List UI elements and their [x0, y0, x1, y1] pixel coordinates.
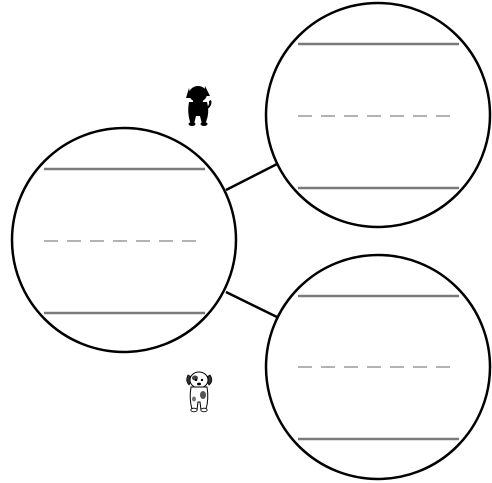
connector-left-to-bottom-right: [226, 292, 279, 318]
black-dog-silhouette-icon: [186, 86, 211, 126]
circle-left: [12, 128, 236, 352]
circle-top-right: [266, 3, 490, 227]
spotted-dog-icon: [187, 372, 212, 412]
circle-bottom-right: [266, 255, 490, 479]
connector-left-to-top-right: [226, 163, 279, 190]
